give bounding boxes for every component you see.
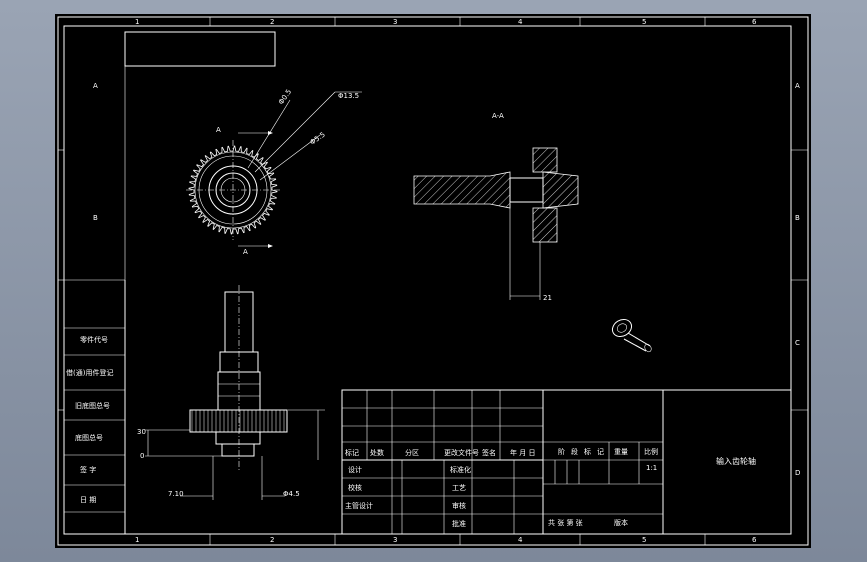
left-label-0: 零件代号: [80, 335, 108, 344]
row-label-a: A: [93, 82, 98, 90]
tb-sheets: 共 张 第 张: [548, 518, 583, 527]
dim-d1: Φ13.5: [338, 92, 359, 100]
column-labels: 1 2 3 4 5 6 1 2 3 4 5 6: [135, 18, 757, 544]
tb-header-3: 更改文件号: [444, 448, 479, 457]
dim-h1: 30: [137, 428, 146, 436]
tb-stage-3: 记: [597, 448, 604, 456]
left-label-4: 签 字: [80, 465, 96, 474]
col-label-1: 1: [135, 18, 139, 26]
zone-ticks: [58, 17, 808, 545]
tb-standard: 标准化: [450, 465, 471, 474]
tb-header-4: 签名: [482, 448, 496, 457]
row-label-b-right: B: [795, 214, 800, 222]
col-label-2-bottom: 2: [270, 536, 274, 544]
col-label-6: 6: [752, 18, 757, 26]
dim-right: Φ4.5: [283, 490, 300, 498]
left-table: 零件代号 借(通)用件登记 旧底图总号 底图总号 签 字 日 期: [64, 327, 125, 513]
gear-tooth-section-bottom: [532, 207, 558, 243]
row-labels: A B A B C D: [93, 82, 800, 477]
gear-side-teeth: [191, 410, 285, 432]
col-label-4-bottom: 4: [518, 536, 523, 544]
col-label-3: 3: [393, 18, 397, 26]
tb-stage-1: 段: [571, 447, 578, 456]
dim-h2: 0: [140, 452, 144, 460]
hub-section-hatched: [542, 171, 579, 209]
tb-scale-label: 比例: [644, 447, 658, 456]
dim-left: 7.10: [168, 490, 184, 498]
tb-design: 设计: [348, 465, 362, 474]
tb-process: 工艺: [452, 484, 466, 492]
section-title: A-A: [492, 112, 504, 120]
col-label-1-bottom: 1: [135, 536, 139, 544]
col-label-4: 4: [518, 18, 523, 26]
tb-version: 版本: [614, 518, 628, 527]
tb-approve: 批准: [452, 519, 466, 528]
left-label-5: 日 期: [80, 496, 96, 504]
tb-stage-0: 阶: [558, 447, 565, 456]
shaft-section-hatched: [413, 171, 511, 209]
row-label-c-right: C: [795, 339, 800, 347]
row-label-b: B: [93, 214, 98, 222]
iso-part-view: [611, 318, 652, 353]
dim-h3: 21: [543, 294, 552, 302]
tb-chief: 主管设计: [345, 501, 373, 510]
tb-header-1: 处数: [370, 448, 384, 457]
shaft-bottom: [221, 443, 255, 457]
row-label-d-right: D: [795, 469, 800, 477]
row-label-a-right: A: [795, 82, 800, 90]
tb-review: 审核: [452, 501, 466, 510]
left-label-2: 旧底图总号: [75, 401, 110, 410]
title-block: 标记 处数 分区 更改文件号 签名 年 月 日 设计 标准化 校核 工艺 主管设…: [341, 389, 792, 535]
drawing-background: [55, 14, 811, 548]
col-label-3-bottom: 3: [393, 536, 397, 544]
tb-header-5: 年 月 日: [510, 448, 535, 457]
outer-border: [57, 16, 809, 546]
leader-2: [254, 91, 336, 173]
col-label-2: 2: [270, 18, 274, 26]
section-mark-bottom: A: [243, 248, 248, 256]
leader-3: [259, 134, 321, 181]
col-label-5-bottom: 5: [642, 536, 646, 544]
part-name: 输入齿轮轴: [716, 456, 756, 466]
tb-check: 校核: [348, 483, 362, 492]
col-label-5: 5: [642, 18, 646, 26]
tb-weight: 重量: [614, 448, 628, 456]
tb-header-2: 分区: [405, 448, 419, 457]
section-mark-top: A: [216, 126, 221, 134]
shaft-side-view: 30 0 7.10 Φ4.5: [137, 285, 325, 500]
tb-header-0: 标记: [345, 448, 359, 457]
section-view-aa: A-A 21: [413, 112, 579, 302]
left-label-1: 借(通)用件登记: [66, 368, 113, 377]
left-label-3: 底图总号: [75, 433, 103, 442]
section-arrowhead-bottom: [268, 244, 273, 248]
leader-1: [247, 99, 291, 169]
tb-scale-value: 1:1: [646, 464, 657, 472]
col-label-6-bottom: 6: [752, 536, 757, 544]
tb-stage-2: 标: [584, 447, 591, 456]
gear-tooth-section-top: [532, 147, 558, 173]
